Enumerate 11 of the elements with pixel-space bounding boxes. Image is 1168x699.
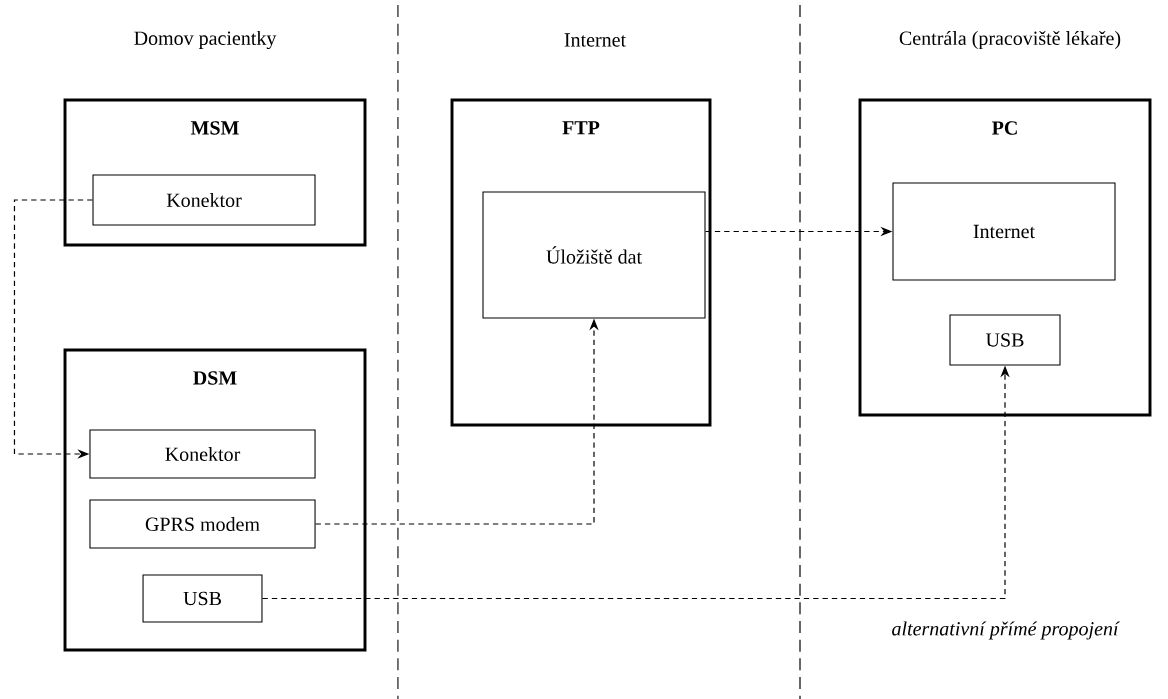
component-box: Internet: [892, 182, 1116, 281]
component-box: Konektor: [89, 429, 316, 479]
column-heading: Centrála (pracoviště lékaře): [899, 30, 1121, 50]
edge-label: alternativní přímé propojení: [890, 620, 1120, 641]
component-box: USB: [142, 574, 263, 623]
column-heading: Domov pacientky: [134, 30, 277, 50]
component-box: Konektor: [92, 174, 316, 226]
column-heading: Internet: [564, 33, 626, 47]
component-box: Úložiště dat: [482, 191, 706, 319]
component-box: GPRS modem: [89, 499, 316, 549]
component-box: USB: [949, 314, 1061, 366]
